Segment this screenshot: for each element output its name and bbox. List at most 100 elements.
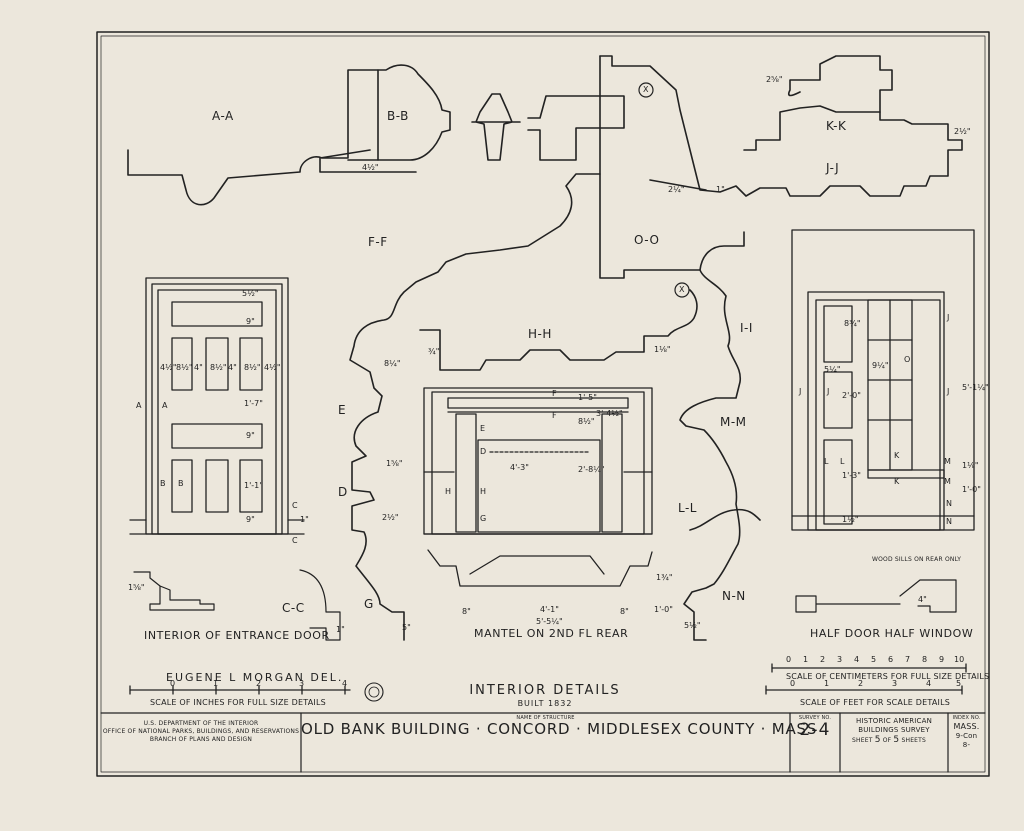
cut-mark-g: G — [480, 514, 487, 523]
sheet-word: SHEET — [852, 737, 873, 744]
dimension-label: 8½" — [210, 363, 227, 372]
survey-number: 2-4 — [799, 720, 831, 740]
dimension-label: 5'-5¼" — [536, 617, 563, 626]
cut-mark-f-bottom: F — [552, 411, 557, 420]
scale-inches-label: SCALE OF INCHES FOR FULL SIZE DETAILS — [150, 698, 326, 707]
dimension-label: 9" — [246, 431, 255, 440]
caption-wood-sills: WOOD SILLS ON REAR ONLY — [872, 556, 962, 563]
dimension-label: 5" — [402, 623, 411, 632]
section-bb-profile — [319, 64, 451, 173]
habs-line-2: BUILDINGS SURVEY — [858, 726, 930, 734]
dimension-label: 1⅝" — [128, 583, 145, 592]
section-ff-profile-right — [599, 55, 963, 197]
finial-detail — [471, 93, 521, 161]
dimension-label: 1⅝" — [386, 459, 403, 468]
dimension-label: 1⅛" — [962, 461, 979, 470]
scale-cm-tick: 4 — [854, 655, 860, 664]
of-word: OF — [882, 737, 892, 744]
section-label-g: G — [364, 597, 374, 611]
cut-mark-j-right: J — [947, 387, 950, 396]
section-label-ff: F-F — [368, 235, 388, 249]
cut-mark-n-bottom: N — [946, 517, 952, 526]
dimension-label: 2'-0" — [842, 391, 861, 400]
dimension-label: 1'-0" — [654, 605, 673, 614]
scale-cm-tick: 5 — [871, 655, 877, 664]
habs-seal-inner — [368, 686, 380, 698]
dimension-label: 5½" — [242, 289, 259, 298]
dimension-label: 4'-1" — [540, 605, 559, 614]
dimension-label: 4½" — [160, 363, 177, 372]
section-label-mm: M-M — [720, 415, 747, 429]
section-label-e: E — [338, 403, 347, 417]
scale-inches-tick: 3 — [299, 679, 305, 688]
dimension-label: 1'-7" — [244, 399, 263, 408]
cut-mark-a-right: A — [162, 401, 168, 410]
dimension-label: 8¼" — [384, 359, 401, 368]
sheet-total: 5 — [893, 735, 900, 745]
dimension-label: 8½" — [176, 363, 193, 372]
section-label-kk: K-K — [826, 119, 847, 133]
cut-mark-n-top: N — [946, 499, 952, 508]
section-right-profile — [679, 269, 742, 641]
caption-half-door: HALF DOOR HALF WINDOW — [810, 627, 974, 640]
scale-cm-tick: 1 — [803, 655, 809, 664]
section-hh-profile — [419, 289, 698, 371]
title-block-office: OFFICE OF NATIONAL PARKS, BUILDINGS, AND… — [102, 728, 300, 735]
section-label-nn: N-N — [722, 589, 746, 603]
scale-feet-tick: 1 — [824, 679, 830, 688]
index-number-1: MASS. — [953, 722, 980, 731]
scale-feet-tick: 4 — [926, 679, 932, 688]
dimension-label: 1" — [716, 185, 725, 194]
cut-mark-b-right: B — [178, 479, 184, 488]
dimension-label: 1'-0" — [962, 485, 981, 494]
dimension-label: 8" — [462, 607, 471, 616]
cut-mark-m-top: M — [944, 457, 951, 466]
structure-name: OLD BANK BUILDING · CONCORD · MIDDLESEX … — [301, 720, 818, 738]
scale-bar-feet — [765, 685, 963, 695]
entrance-door-elevation — [129, 277, 305, 535]
cut-mark-l-left: L — [824, 457, 829, 466]
section-label-oo: O-O — [634, 233, 660, 247]
section-kk-profile — [787, 55, 893, 113]
cut-mark-j-mid: J — [827, 387, 830, 396]
dimension-label: ¾" — [428, 347, 440, 356]
scale-cm-label: SCALE OF CENTIMETERS FOR FULL SIZE DETAI… — [786, 672, 990, 681]
title-block-department: U.S. DEPARTMENT OF THE INTERIOR — [143, 720, 259, 727]
cut-mark-a-left: A — [136, 401, 142, 410]
cut-mark-h-left: H — [445, 487, 452, 496]
index-number-3: 8- — [962, 741, 971, 749]
scale-cm-tick: 0 — [786, 655, 792, 664]
section-label-ii: I-I — [740, 321, 753, 335]
scale-inches-tick: 0 — [170, 679, 176, 688]
index-number-2: 9-Con — [955, 732, 978, 740]
delineator-credit: EUGENE L MORGAN DEL. — [166, 671, 344, 684]
scale-inches-tick: 4 — [342, 679, 348, 688]
scale-cm-tick: 9 — [939, 655, 945, 664]
cut-mark-f-top: F — [552, 389, 557, 398]
dimension-label: 8½" — [244, 363, 261, 372]
cut-mark-k-bottom: K — [894, 477, 900, 486]
section-jj-profile — [649, 179, 707, 191]
dimension-label: 1'-5" — [578, 393, 597, 402]
dimension-label: 1" — [300, 515, 309, 524]
scale-cm-tick: 2 — [820, 655, 826, 664]
survey-number-label: SURVEY NO. — [798, 715, 832, 721]
mantel-elevation — [423, 387, 653, 535]
scale-cm-tick: 7 — [905, 655, 911, 664]
scale-bar-centimeters — [771, 663, 967, 673]
top-center-molding — [527, 95, 625, 161]
dimension-label: 4½" — [264, 363, 281, 372]
scale-feet-tick: 2 — [858, 679, 864, 688]
cut-mark-k-top: K — [894, 451, 900, 460]
cut-mark-c-top: C — [292, 501, 298, 510]
cut-mark-h-right: H — [480, 487, 487, 496]
caption-entrance-door: INTERIOR OF ENTRANCE DOOR — [144, 629, 330, 642]
section-label-ll: L-L — [678, 501, 697, 515]
dimension-label: 9" — [246, 317, 255, 326]
scale-cm-tick: 8 — [922, 655, 928, 664]
title-block-lines — [100, 712, 986, 773]
section-aa-profile — [127, 69, 379, 206]
dimension-label: 2'-8¼" — [578, 465, 605, 474]
section-label-bb: B-B — [387, 109, 409, 123]
